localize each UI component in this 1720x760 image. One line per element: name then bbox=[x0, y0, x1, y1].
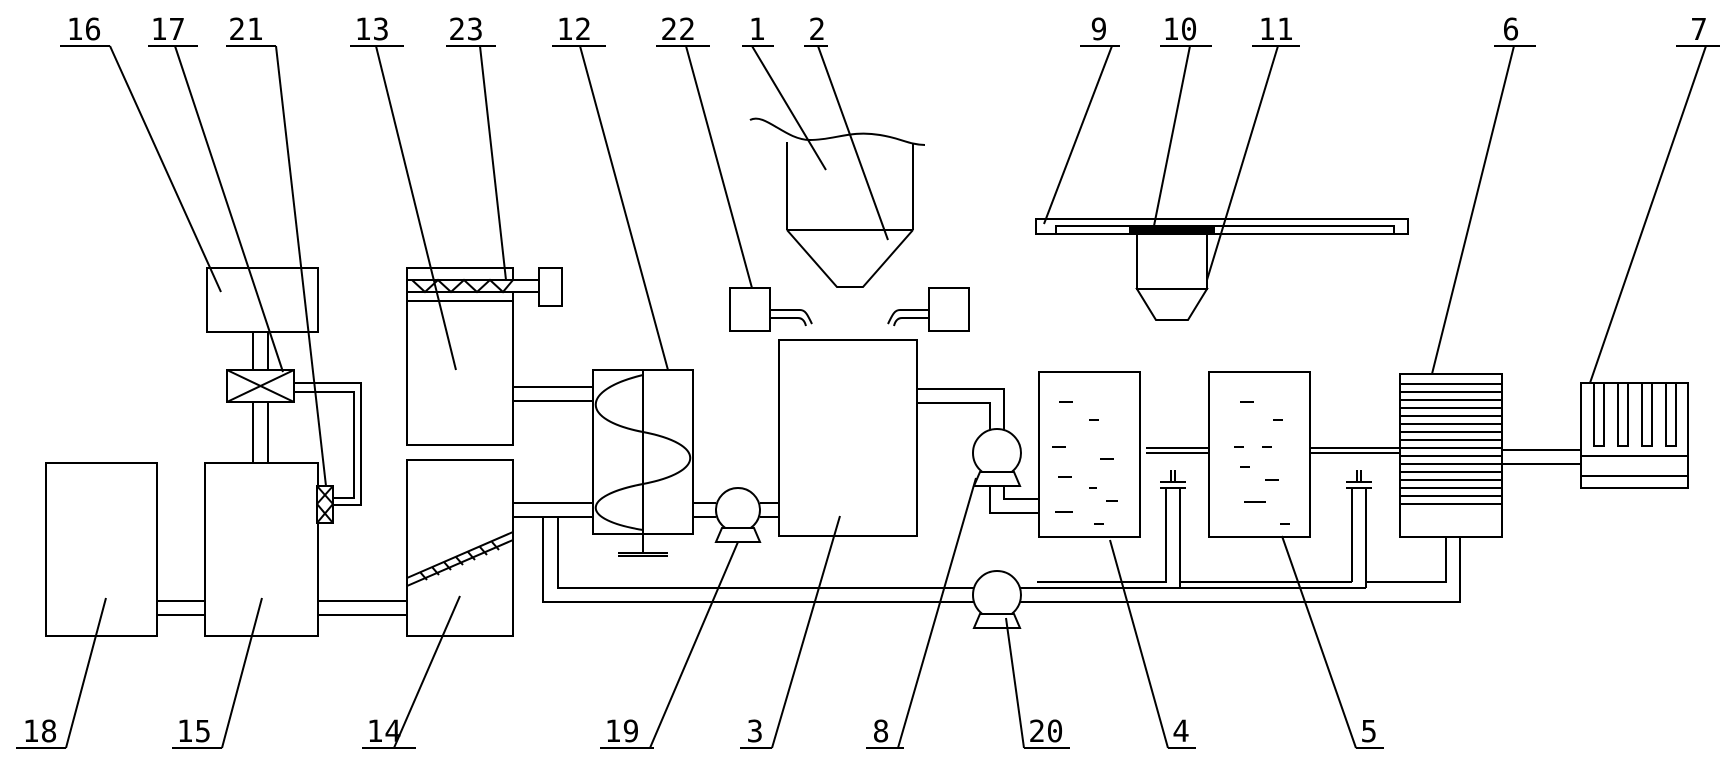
unit-22-nozzles bbox=[729, 287, 970, 332]
label-10: 10 bbox=[1162, 13, 1198, 48]
label-7: 7 bbox=[1690, 13, 1708, 48]
unit-7-tray bbox=[1580, 382, 1689, 489]
unit-6-exchanger bbox=[1399, 373, 1503, 538]
unit-20-pump bbox=[972, 570, 1022, 629]
unit-21-valve bbox=[316, 485, 334, 524]
unit-17-valve bbox=[226, 369, 295, 403]
unit-1-2-feed-hopper bbox=[749, 117, 926, 288]
unit-18-tank bbox=[45, 462, 158, 637]
label-1: 1 bbox=[748, 13, 766, 48]
leader-lines bbox=[16, 45, 1720, 749]
labels: 16 17 21 13 23 12 22 1 2 9 10 11 6 7 18 … bbox=[22, 13, 1708, 750]
label-22: 22 bbox=[660, 13, 696, 48]
unit-14-separator bbox=[406, 459, 514, 637]
label-13: 13 bbox=[354, 13, 390, 48]
label-18: 18 bbox=[22, 715, 58, 750]
unit-12-mixer bbox=[592, 369, 694, 557]
label-5: 5 bbox=[1360, 715, 1378, 750]
label-8: 8 bbox=[872, 715, 890, 750]
label-6: 6 bbox=[1502, 13, 1520, 48]
label-23: 23 bbox=[448, 13, 484, 48]
unit-10-carriage bbox=[1129, 225, 1215, 235]
label-4: 4 bbox=[1172, 715, 1190, 750]
label-15: 15 bbox=[176, 715, 212, 750]
equipment bbox=[45, 117, 1689, 637]
unit-13-hopper bbox=[406, 267, 563, 446]
unit-3-tank bbox=[778, 339, 918, 537]
unit-23-motor bbox=[538, 267, 563, 307]
unit-19-pump bbox=[714, 487, 762, 543]
label-3: 3 bbox=[746, 715, 764, 750]
label-19: 19 bbox=[604, 715, 640, 750]
unit-8-pump bbox=[972, 428, 1022, 487]
unit-11-hopper bbox=[1135, 233, 1209, 321]
label-17: 17 bbox=[150, 13, 186, 48]
label-9: 9 bbox=[1090, 13, 1108, 48]
label-20: 20 bbox=[1028, 715, 1064, 750]
label-21: 21 bbox=[228, 13, 264, 48]
label-2: 2 bbox=[808, 13, 826, 48]
label-14: 14 bbox=[366, 715, 402, 750]
pipes bbox=[157, 332, 1581, 616]
label-16: 16 bbox=[66, 13, 102, 48]
unit-5-tank bbox=[1208, 371, 1311, 538]
unit-4-tank bbox=[1038, 371, 1141, 538]
label-12: 12 bbox=[556, 13, 592, 48]
unit-15-tank bbox=[204, 462, 319, 637]
unit-16-box bbox=[206, 267, 319, 333]
label-11: 11 bbox=[1258, 13, 1294, 48]
